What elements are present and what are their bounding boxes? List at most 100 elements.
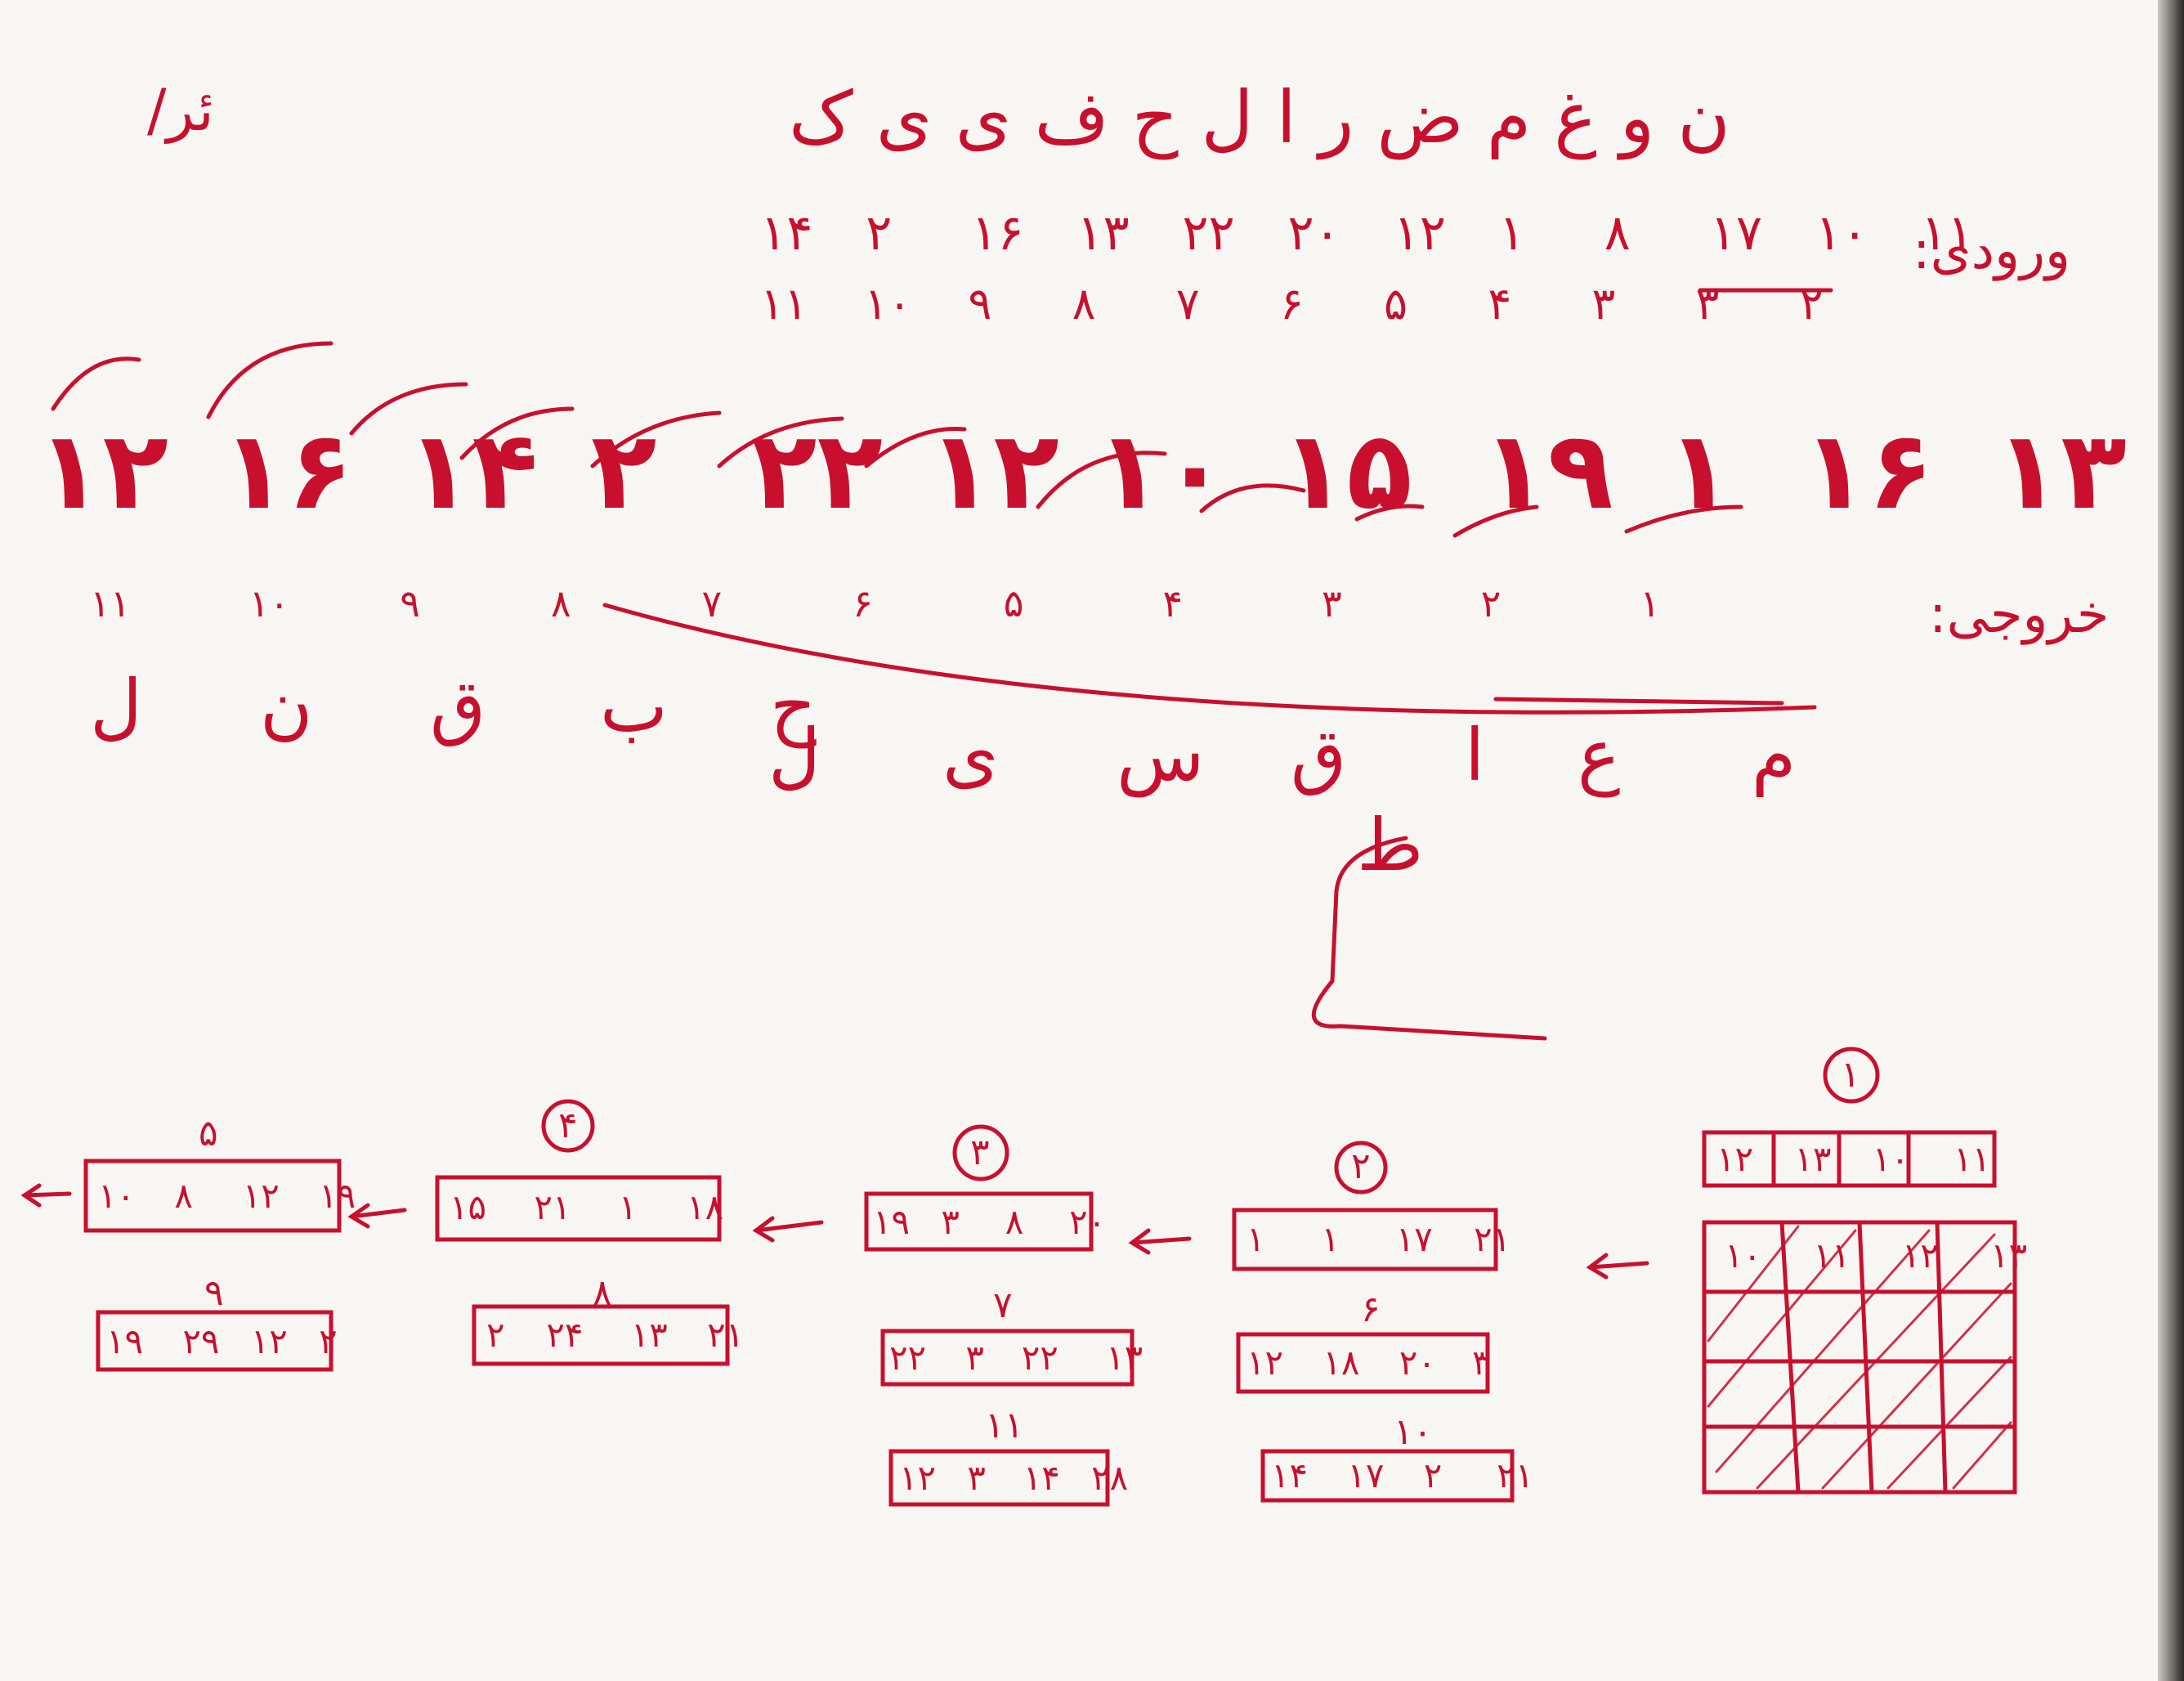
output-value: ۱۲ [927, 408, 1059, 534]
input-value: ۱۲ [1393, 204, 1446, 262]
output-letter: ی [942, 713, 999, 797]
arc-10 [1354, 504, 1425, 522]
arrow-2 [1128, 1228, 1192, 1255]
output-letter: ق [1290, 713, 1347, 797]
box5-a-row: ۱۰ ۸ ۱۲ ۱۹ [98, 1179, 376, 1213]
box-cell: ۲۸ [1091, 1458, 1129, 1498]
output-value: ۱۰ [1095, 408, 1228, 534]
box-cell: ۱۹ [106, 1321, 144, 1361]
input-index: ۱۱ [760, 278, 808, 329]
input-index: ۱۰ [864, 278, 912, 329]
input-index: ۲ [1799, 278, 1824, 329]
input-index: ۳ [1695, 278, 1720, 329]
output-value: ۲ [590, 408, 657, 534]
box-cell: ۱۰ [98, 1176, 136, 1216]
letter: ر [1318, 75, 1354, 159]
output-letter: ن [259, 664, 313, 748]
output-letter: ق [429, 664, 486, 748]
step-label-3: ۳ [970, 1132, 990, 1173]
input-value: ۲۲ [1182, 204, 1235, 262]
step-label-2: ۲ [1351, 1145, 1371, 1187]
output-value: ۱۲ [37, 408, 169, 534]
letter: ی [875, 75, 933, 159]
box-cell: ۲۱ [707, 1315, 745, 1355]
output-letter: ا [1464, 713, 1485, 797]
box2-b-row: ۱۲ ۱۸ ۲۰ ۳ [1246, 1346, 1521, 1380]
arrow-1 [1586, 1253, 1649, 1280]
output-value: ۱۶ [1801, 408, 1934, 534]
top-letters-row: ن و غ م ض ر ا ل ح ف ى ی ک [789, 82, 1730, 154]
box-cell: ۱ [1246, 1219, 1265, 1259]
arrow-5 [20, 1183, 72, 1208]
box-cell: ۸ [174, 1176, 193, 1216]
output-index: ۱ [1640, 581, 1660, 625]
box-cell: ۲ [1423, 1455, 1443, 1495]
output-index: ۹ [400, 581, 420, 625]
letter: ض [1376, 75, 1464, 159]
box-cell: ۱۲ [1246, 1343, 1284, 1383]
input-value: ۲۰ [1287, 204, 1340, 262]
letter: ى [955, 75, 1012, 159]
output-letter: ح [769, 664, 817, 748]
box4-b-row: ۲ ۲۴ ۱۳ ۲۱ [486, 1318, 764, 1352]
input-index: ۷ [1175, 278, 1200, 329]
output-index: ۷ [701, 581, 723, 625]
input-label: ورودی: [1913, 221, 2070, 281]
box2-c-frame [1260, 1449, 1515, 1503]
row-number: ۸ [593, 1272, 612, 1314]
box-cell: ۳ [967, 1458, 986, 1498]
output-indexes-row: ۱۱ ۱۰ ۹ ۸ ۷ ۶ ۵ ۴ ۳ ۲ ۱ [90, 585, 1787, 622]
row-number: ۱۱ [985, 1405, 1024, 1446]
output-values-row: ۱۲ ۱۶ ۱۴ ۲ ۲۲ ۱۲ ۱۰ ۱۵ ۱۹ ۱ ۱۶ ۱۳ [37, 417, 2142, 525]
box3-b-frame [880, 1329, 1135, 1387]
box-cell: ۱۰ [1872, 1139, 1909, 1179]
box-cell: ۱۷ [1347, 1455, 1385, 1495]
grid-cell: ۱۲ [1901, 1235, 1939, 1275]
arc-3 [349, 382, 468, 436]
box3-c-row: ۱۲ ۳ ۱۴ ۲۸ [899, 1461, 1140, 1495]
row-number: ۷ [993, 1284, 1013, 1326]
box-cell: ۳ [941, 1202, 960, 1242]
box-cell: ۱۴ [1271, 1455, 1309, 1495]
connector-char: ط [1357, 803, 1424, 887]
letter: ا [1276, 75, 1296, 159]
input-value: ۲ [866, 204, 893, 262]
arc-2 [206, 341, 333, 419]
letter: ح [1131, 75, 1179, 159]
box-cell: ۱۳ [1794, 1139, 1832, 1179]
box2-a-row: ۱ ۱ ۱۷ ۲۱ [1246, 1222, 1531, 1257]
input-index: ۳ [1591, 278, 1616, 329]
input-values-row: ۱۴ ۲ ۱۶ ۱۳ ۲۲ ۲۰ ۱۲ ۱ ۸ ۱۷ ۱۰ ۱۱ [760, 208, 2011, 258]
letter: م [1486, 75, 1532, 159]
box-cell: ۱۸ [687, 1187, 724, 1227]
output-index: ۴ [1162, 581, 1184, 625]
step-circle-1 [1823, 1047, 1880, 1104]
box-cell: ۱۴ [1023, 1458, 1060, 1498]
box-cell: ۲ [319, 1321, 338, 1361]
box5-b-row: ۱۹ ۲۹ ۱۲ ۲ [106, 1325, 368, 1359]
corner-note: ئر/ [147, 77, 214, 144]
grid-header-row: ۱۰ ۱۱ ۱۲ ۱۳ [1725, 1239, 2056, 1273]
output-letter: ب [599, 664, 668, 748]
letter: و [1619, 75, 1655, 159]
output-index: ۶ [853, 581, 873, 625]
output-value: ۱۶ [221, 408, 354, 534]
output-value: ۱۳ [1994, 408, 2127, 534]
arc-6 [717, 416, 844, 468]
arc-9 [1199, 483, 1306, 513]
box-cell: ۱۸ [1322, 1343, 1360, 1383]
box-cell: ۲ [486, 1315, 505, 1355]
box-cell: ۱ [1321, 1219, 1340, 1259]
box5-b-frame [96, 1310, 333, 1372]
arc-4 [459, 406, 575, 460]
row-number: ۱۰ [1394, 1411, 1433, 1453]
box3-a-row: ۱۹ ۳ ۸ ۲۰ [873, 1205, 1122, 1239]
row-number: ۹ [204, 1272, 224, 1314]
grid-cell: ۱۱ [1813, 1235, 1851, 1275]
arc-11 [1452, 504, 1539, 538]
box4-a-row: ۱۵ ۲۱ ۱ ۱۸ [450, 1190, 752, 1225]
arc-7 [864, 427, 967, 468]
letter: ک [789, 75, 853, 159]
